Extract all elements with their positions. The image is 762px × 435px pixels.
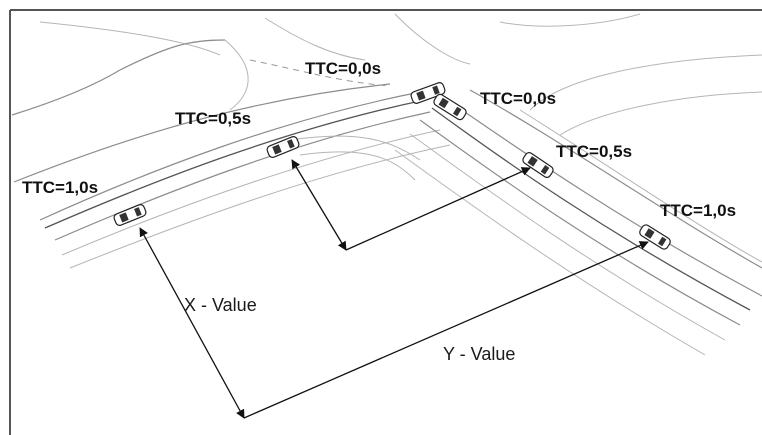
- arrows-1-0s: [139, 227, 649, 419]
- ttc-label-left-0-0s: TTC=0,0s: [305, 59, 381, 78]
- vehicle-right-0-5s: [522, 152, 554, 178]
- vehicle-left-0-0s: [410, 82, 446, 104]
- ttc-label-right-1-0s: TTC=1,0s: [660, 201, 736, 220]
- arrows-0-5s: [291, 159, 531, 251]
- y-arrow-1-0s: [243, 241, 649, 419]
- ttc-label-right-0-0s: TTC=0,0s: [480, 89, 556, 108]
- frame: [9, 9, 762, 435]
- vehicle-right-1-0s: [639, 224, 671, 250]
- vehicle-left-0-5s: [266, 136, 300, 158]
- vehicle-right-0-0s: [433, 93, 467, 121]
- x-value-label: X - Value: [184, 295, 257, 315]
- x-arrow-1-0s: [139, 227, 245, 419]
- ttc-label-right-0-5s: TTC=0,5s: [556, 142, 632, 161]
- y-value-label: Y - Value: [443, 344, 515, 364]
- ttc-label-left-0-5s: TTC=0,5s: [175, 109, 251, 128]
- ttc-label-left-1-0s: TTC=1,0s: [22, 178, 98, 197]
- y-arrow-0-5s: [345, 167, 531, 251]
- road-network: [11, 13, 762, 356]
- x-arrow-0-5s: [291, 159, 347, 251]
- vehicle-left-1-0s: [113, 204, 147, 226]
